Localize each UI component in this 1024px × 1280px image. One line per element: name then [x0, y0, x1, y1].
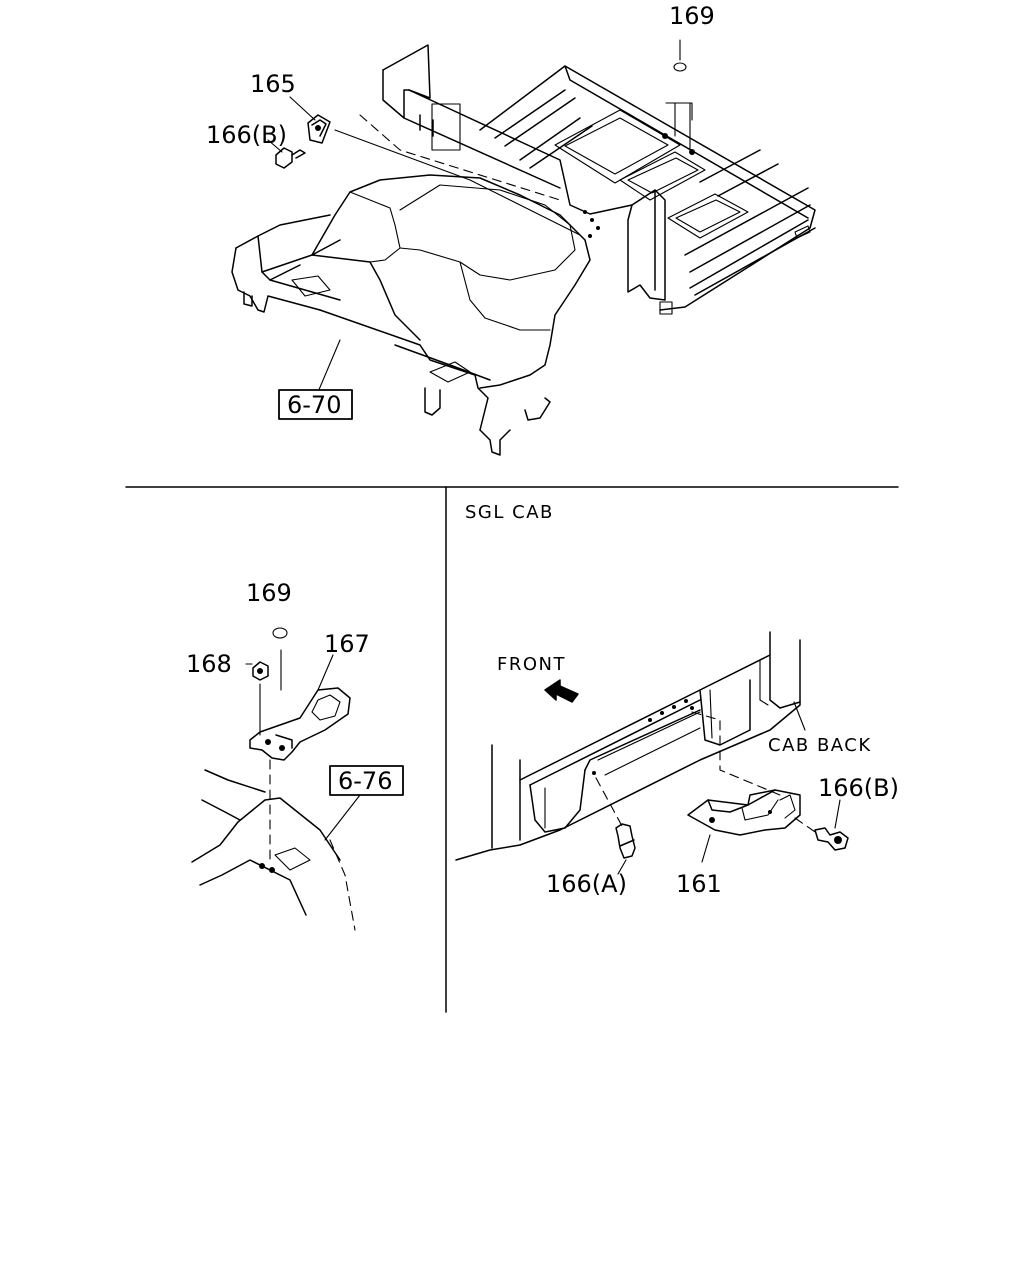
reference-6-70-label: 6-70 — [287, 391, 341, 419]
sgl-cab-label: SGL CAB — [465, 502, 554, 523]
callout-169-top: 169 — [669, 2, 715, 30]
bolt-166b-right-icon — [814, 827, 849, 851]
callout-166b-top: 166(B) — [206, 121, 287, 149]
front-label: FRONT — [497, 654, 566, 675]
right-detail-drawing — [455, 631, 849, 875]
left-detail-drawing — [191, 627, 361, 931]
bolt-166a-icon — [615, 823, 636, 859]
reference-6-76-label: 6-76 — [338, 767, 392, 795]
cab-back-label: CAB BACK — [768, 735, 872, 756]
callout-161: 161 — [676, 870, 722, 898]
callout-166a: 166(A) — [546, 870, 627, 898]
nut-168-icon — [252, 661, 269, 681]
callout-166b-right: 166(B) — [818, 774, 899, 802]
bracket-167-icon — [249, 687, 351, 761]
bolt-166b-top-icon — [275, 147, 306, 169]
callout-167: 167 — [324, 630, 370, 658]
reference-box-6-70: 6-70 — [278, 389, 353, 420]
reference-box-6-76: 6-76 — [329, 765, 404, 796]
bracket-165-icon — [307, 114, 331, 144]
callout-168: 168 — [186, 650, 232, 678]
front-arrow-icon — [544, 679, 579, 703]
callout-165: 165 — [250, 70, 296, 98]
callout-169-left: 169 — [246, 579, 292, 607]
bracket-161-icon — [687, 789, 801, 836]
cab-floor-panel-drawing — [231, 39, 816, 456]
